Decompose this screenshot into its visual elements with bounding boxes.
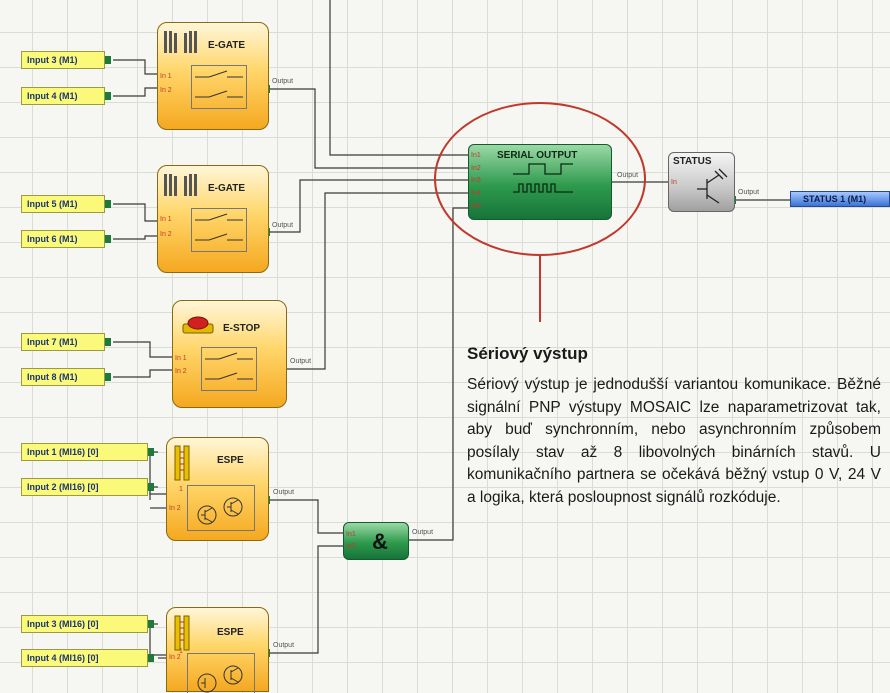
- output-label: Output: [272, 222, 294, 229]
- pin-label: In1: [346, 531, 356, 538]
- output-label: Output: [273, 642, 295, 649]
- input-label[interactable]: Input 8 (M1): [21, 368, 105, 386]
- block-title: E-GATE: [208, 183, 246, 194]
- block-title: E-STOP: [223, 323, 261, 334]
- input-label[interactable]: Input 7 (M1): [21, 333, 105, 351]
- status-block[interactable]: STATUS In Output: [668, 152, 759, 212]
- block-title: ESPE: [217, 455, 244, 466]
- block-title: SERIAL OUTPUT: [497, 150, 578, 161]
- and-block[interactable]: In1 In2 & Output: [343, 522, 433, 560]
- transistor-icon: [187, 653, 255, 693]
- input-label[interactable]: Input 5 (M1): [21, 195, 105, 213]
- egate-block[interactable]: E-GATE In 1 In 2 Output: [157, 22, 293, 130]
- output-label: Output: [272, 78, 294, 85]
- pin-label: 1: [179, 486, 183, 493]
- espe-block[interactable]: ESPE 1 In 2 Output: [166, 437, 294, 541]
- pin-label: In 2: [169, 505, 181, 512]
- pin-label: In2: [471, 165, 481, 172]
- input-label[interactable]: Input 2 (MI16) [0]: [21, 478, 148, 496]
- espe-block[interactable]: ESPE 1 In 2 Output: [166, 607, 294, 693]
- pin-label: In: [671, 179, 677, 186]
- contact-switch-icon: [191, 65, 247, 109]
- pin-label: In3: [471, 177, 481, 184]
- input-label[interactable]: Input 6 (M1): [21, 230, 105, 248]
- pin-label: In 2: [160, 87, 172, 94]
- block-title: E-GATE: [208, 40, 246, 51]
- gate-icon: [164, 174, 197, 196]
- status-output-label[interactable]: STATUS 1 (M1): [790, 191, 890, 207]
- pin-label: In 1: [175, 355, 187, 362]
- output-label: Output: [273, 489, 295, 496]
- serial-output-block[interactable]: SERIAL OUTPUT In1 In2 In3 In4 In5 Output: [468, 144, 638, 220]
- pin-label: In1: [471, 152, 481, 159]
- gate-icon: [164, 31, 197, 53]
- output-label: Output: [412, 529, 434, 536]
- egate-block[interactable]: E-GATE In 1 In 2 Output: [157, 165, 293, 273]
- pin-label: In2: [346, 543, 356, 550]
- output-label: Output: [617, 172, 639, 179]
- waveform-icon: [513, 163, 573, 193]
- estop-block[interactable]: E-STOP In 1 In 2 Output: [172, 300, 311, 408]
- phototransistor-icon: [697, 168, 728, 204]
- input-label[interactable]: Input 4 (MI16) [0]: [21, 649, 148, 667]
- pin-label: In 2: [175, 368, 187, 375]
- output-label: Output: [738, 189, 760, 196]
- pin-label: In4: [471, 190, 481, 197]
- note-text: Sériový výstup je jednodušší variantou k…: [467, 376, 881, 506]
- contact-switch-icon: [201, 347, 257, 391]
- pin-label: In 2: [160, 231, 172, 238]
- pin-label: In5: [471, 203, 481, 210]
- pin-label: In 1: [160, 216, 172, 223]
- light-curtain-icon: [174, 615, 190, 651]
- pin-label: In 2: [169, 654, 181, 661]
- input-label[interactable]: Input 3 (MI16) [0]: [21, 615, 148, 633]
- block-title: ESPE: [217, 627, 244, 638]
- input-label[interactable]: Input 4 (M1): [21, 87, 105, 105]
- input-label[interactable]: Input 1 (MI16) [0]: [21, 443, 148, 461]
- contact-switch-icon: [191, 208, 247, 252]
- block-title: STATUS: [673, 156, 712, 167]
- output-label: Output: [290, 358, 312, 365]
- pin-label: In 1: [160, 73, 172, 80]
- pin-label: 1: [179, 648, 183, 655]
- and-symbol: &: [372, 529, 388, 554]
- note-title: Sériový výstup: [467, 344, 588, 363]
- light-curtain-icon: [174, 445, 190, 481]
- transistor-icon: [187, 485, 255, 531]
- input-label[interactable]: Input 3 (M1): [21, 51, 105, 69]
- emergency-stop-icon: [182, 316, 214, 334]
